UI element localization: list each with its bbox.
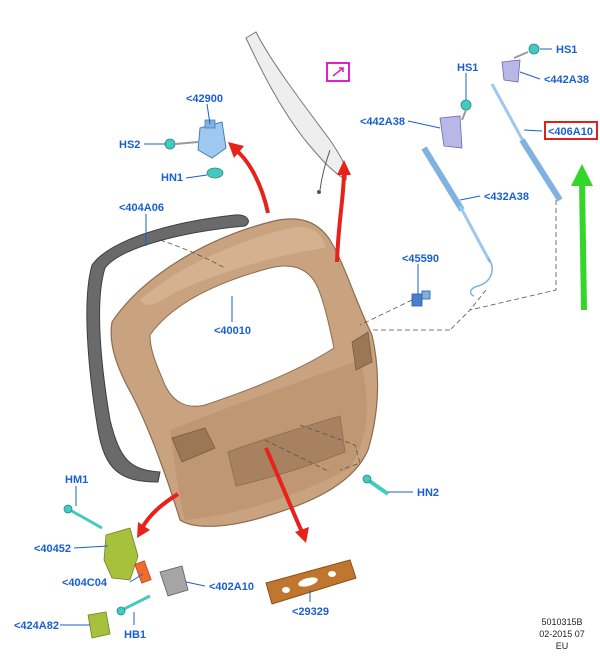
- leader-402a10: [185, 581, 206, 587]
- weatherstrip-seal: [86, 214, 249, 483]
- dashed-leader-connector: [359, 299, 413, 326]
- dashed-leader-plate: [299, 424, 361, 471]
- green-up-arrow-icon: [571, 164, 593, 311]
- liftgate-hinge: [197, 119, 227, 159]
- callout-29329[interactable]: <29329: [292, 606, 329, 618]
- callout-406a10[interactable]: <406A10: [548, 126, 593, 138]
- leader-404c04: [129, 573, 144, 583]
- gas-strut-left: [421, 115, 493, 297]
- dashed-leader-strut: [449, 200, 557, 331]
- callout-424a82[interactable]: <424A82: [14, 620, 59, 632]
- diagram-reference-code: 5010315B: [541, 617, 582, 627]
- latch-402a10: [159, 565, 189, 597]
- leader-442a38-top: [519, 71, 541, 80]
- pointer-arrow-icon: [137, 492, 180, 538]
- leader-406a10: [523, 129, 543, 132]
- callout-hn1[interactable]: HN1: [161, 172, 183, 184]
- callout-40010[interactable]: <40010: [214, 325, 251, 337]
- callout-40452[interactable]: <40452: [34, 543, 71, 555]
- pointer-arrow-icon: [228, 142, 270, 214]
- callout-402a10[interactable]: <402A10: [209, 581, 254, 593]
- right-lamp-pocket: [351, 331, 373, 371]
- leader-432a38: [459, 195, 481, 201]
- gas-strut-right: [490, 59, 563, 202]
- callout-hm1[interactable]: HM1: [65, 474, 88, 486]
- diagram-region: EU: [556, 641, 569, 651]
- hb1-bolt: [116, 594, 151, 616]
- tailgate-window-opening: [149, 265, 335, 407]
- callout-404a06[interactable]: <404A06: [119, 202, 164, 214]
- latch-striker-404c04: [134, 560, 152, 584]
- hs1-top-bolt: [513, 43, 540, 59]
- upper-spoiler-trim: [245, 31, 347, 181]
- leader-442a38-left: [407, 120, 441, 129]
- pointer-arrow-icon: [264, 447, 309, 543]
- diagram-date: 02-2015 07: [539, 629, 585, 639]
- callout-432a38[interactable]: <432A38: [484, 191, 529, 203]
- callout-442a38-top[interactable]: <442A38: [544, 74, 589, 86]
- callout-hs1-mid[interactable]: HS1: [457, 62, 478, 74]
- tailgate-upper-panel: [140, 226, 326, 306]
- hn1-nut: [206, 167, 224, 179]
- leader-42900: [206, 103, 211, 125]
- dashed-leader-strut-left: [370, 289, 487, 331]
- callout-442a38-left[interactable]: <442A38: [360, 116, 405, 128]
- spoiler-wire: [319, 149, 331, 191]
- left-lamp-pocket: [171, 427, 216, 463]
- callout-hn2[interactable]: HN2: [417, 487, 439, 499]
- wiring-connector-45590: [411, 290, 431, 307]
- dashed-leader-hinge: [159, 239, 226, 269]
- spoiler-connector: [317, 190, 321, 194]
- applique-29329: [265, 559, 357, 605]
- highlight-box-icon[interactable]: <406A10: [544, 121, 598, 140]
- bracket-40452: [103, 527, 139, 581]
- callout-45590[interactable]: <45590: [402, 253, 439, 265]
- callout-hs1-top[interactable]: HS1: [556, 44, 577, 56]
- pointer-arrow-icon: [335, 160, 351, 263]
- leader-40452: [73, 545, 109, 549]
- hn2-stud: [362, 474, 390, 496]
- cover-424a82: [87, 611, 111, 639]
- dashed-leader-plate-2: [264, 439, 331, 473]
- callout-42900[interactable]: <42900: [186, 93, 223, 105]
- callout-404c04[interactable]: <404C04: [62, 577, 108, 589]
- leader-hn1: [185, 174, 208, 179]
- callout-hb1[interactable]: HB1: [124, 629, 146, 641]
- callout-hs2[interactable]: HS2: [119, 139, 140, 151]
- hs2-bolt: [164, 138, 199, 150]
- hm1-bolt: [63, 504, 103, 530]
- zoom-marker-icon[interactable]: [326, 62, 350, 82]
- hs1-mid-bolt: [460, 99, 472, 121]
